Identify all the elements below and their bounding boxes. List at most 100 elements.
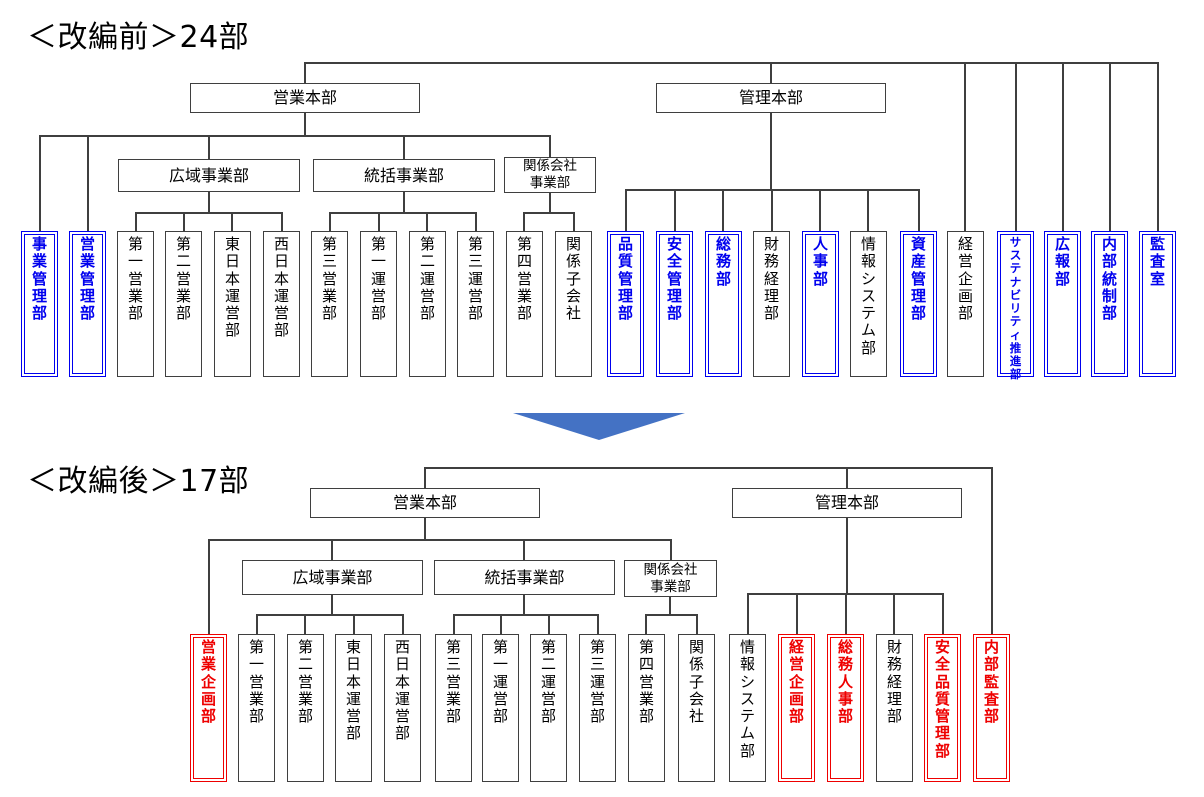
org-node-label: 第四営業部 <box>638 638 654 725</box>
org-node-sustainability-suishinbu: サステナビリティ推進部 <box>997 231 1034 381</box>
connector-line <box>942 593 944 635</box>
connector-line <box>1109 62 1111 232</box>
org-node-dai2-uneibu: 第二運営部 <box>409 231 446 377</box>
org-node-label: 関係子会社 <box>565 235 581 322</box>
connector-line <box>256 614 404 616</box>
org-node-label: 広報部 <box>1054 235 1070 288</box>
org-node-dai2-eigyoubu: 第二営業部 <box>287 634 324 782</box>
connector-line <box>573 212 575 232</box>
connector-line <box>281 212 283 232</box>
connector-line <box>523 594 525 616</box>
org-node-label: 関係子会社 <box>688 638 704 725</box>
org-node-label: 統括事業部 <box>484 567 565 587</box>
org-node-kankeigaisha-jigyoubu: 関係会社 事業部 <box>624 560 717 597</box>
connector-line <box>424 517 426 541</box>
org-node-label: 西日本運営部 <box>273 235 289 340</box>
org-node-label: 第三運営部 <box>467 235 483 322</box>
org-node-naibu-kansabu: 内部監査部 <box>973 634 1010 782</box>
org-node-label: 資産管理部 <box>910 235 926 322</box>
org-node-label: 第二運営部 <box>540 638 556 725</box>
connector-line <box>674 189 676 232</box>
org-node-dai2-uneibu: 第二運営部 <box>530 634 567 782</box>
org-node-kanri-honbu: 管理本部 <box>732 488 962 518</box>
org-node-label: 管理本部 <box>738 88 803 107</box>
org-node-label: 第一営業部 <box>248 638 264 725</box>
org-node-naibu-touseibu: 内部統制部 <box>1091 231 1128 377</box>
connector-line <box>696 614 698 635</box>
org-node-kanri-honbu: 管理本部 <box>656 83 886 113</box>
org-node-label: サステナビリティ推進部 <box>1009 235 1022 382</box>
org-node-jinjibu: 人事部 <box>802 231 839 377</box>
org-node-label: 関係会社 事業部 <box>643 561 698 595</box>
org-node-kouiki-jigyoubu: 広域事業部 <box>118 159 300 192</box>
org-node-label: 情報システム部 <box>739 638 755 760</box>
org-node-label: 第二営業部 <box>175 235 191 322</box>
org-node-nishinihon-uneibu: 西日本運営部 <box>263 231 300 377</box>
org-node-label: 人事部 <box>812 235 828 288</box>
org-node-higashinihon-uneibu: 東日本運営部 <box>335 634 372 782</box>
connector-line <box>231 212 233 232</box>
org-node-eigyou-kanribu: 営業管理部 <box>69 231 106 377</box>
org-node-dai1-uneibu: 第一運営部 <box>360 231 397 377</box>
org-node-label: 第一運営部 <box>370 235 386 322</box>
org-node-keiei-kikakubu: 経営企画部 <box>947 231 984 377</box>
org-node-dai3-uneibu: 第三運営部 <box>579 634 616 782</box>
org-node-dai3-eigyoubu: 第三営業部 <box>311 231 348 377</box>
connector-line <box>1062 62 1064 232</box>
org-node-kouhoubu: 広報部 <box>1044 231 1081 377</box>
org-node-hinshitsu-kanribu: 品質管理部 <box>607 231 644 377</box>
org-node-label: 統括事業部 <box>363 165 444 185</box>
org-node-anzen-kanribu: 安全管理部 <box>656 231 693 377</box>
org-node-kouiki-jigyoubu: 広域事業部 <box>242 560 423 595</box>
org-node-label: 財務経理部 <box>763 235 779 322</box>
connector-line <box>523 212 575 214</box>
connector-line <box>819 189 821 232</box>
connector-line <box>846 517 848 595</box>
chart-before-title: ＜改編前＞24部 <box>27 20 250 55</box>
org-node-label: 監査室 <box>1149 235 1165 288</box>
org-node-dai4-eigyoubu: 第四営業部 <box>628 634 665 782</box>
org-node-dai1-eigyoubu: 第一営業部 <box>238 634 275 782</box>
connector-line <box>475 212 477 232</box>
org-node-label: 西日本運営部 <box>394 638 410 743</box>
org-node-label: 第一営業部 <box>127 235 143 322</box>
connector-line <box>770 112 772 191</box>
connector-line <box>403 135 405 160</box>
org-node-kansashitsu: 監査室 <box>1139 231 1176 377</box>
connector-line <box>87 135 89 232</box>
org-node-nishinihon-uneibu: 西日本運営部 <box>384 634 421 782</box>
connector-line <box>135 212 283 214</box>
org-node-dai2-eigyoubu: 第二営業部 <box>165 231 202 377</box>
connector-line <box>208 539 210 635</box>
org-node-eigyou-kikakubu: 営業企画部 <box>190 634 227 782</box>
org-node-zaimu-keiribu: 財務経理部 <box>753 231 790 377</box>
connector-line <box>426 212 428 232</box>
org-node-label: 第三運営部 <box>589 638 605 725</box>
connector-line <box>645 614 647 635</box>
org-node-label: 営業管理部 <box>79 235 95 322</box>
connector-line <box>256 614 258 635</box>
org-node-anzen-hinshitsu-kanribu: 安全品質管理部 <box>924 634 961 782</box>
connector-line <box>1157 62 1159 232</box>
org-node-label: 営業本部 <box>272 88 337 107</box>
connector-line <box>771 189 773 232</box>
org-node-label: 事業管理部 <box>31 235 47 322</box>
connector-line <box>39 135 41 232</box>
connector-line <box>597 614 599 635</box>
org-node-label: 経営企画部 <box>788 638 804 725</box>
connector-line <box>747 593 749 635</box>
connector-line <box>208 539 672 541</box>
org-node-jouhou-systembu: 情報システム部 <box>850 231 887 377</box>
org-node-label: 品質管理部 <box>617 235 633 322</box>
connector-line <box>39 135 551 137</box>
connector-line <box>329 212 477 214</box>
org-node-dai4-eigyoubu: 第四営業部 <box>506 231 543 377</box>
connector-line <box>331 594 333 616</box>
org-node-jigyou-kanribu: 事業管理部 <box>21 231 58 377</box>
connector-line <box>523 539 525 561</box>
connector-line <box>549 135 551 158</box>
org-node-label: 第四営業部 <box>516 235 532 322</box>
connector-line <box>424 467 426 489</box>
